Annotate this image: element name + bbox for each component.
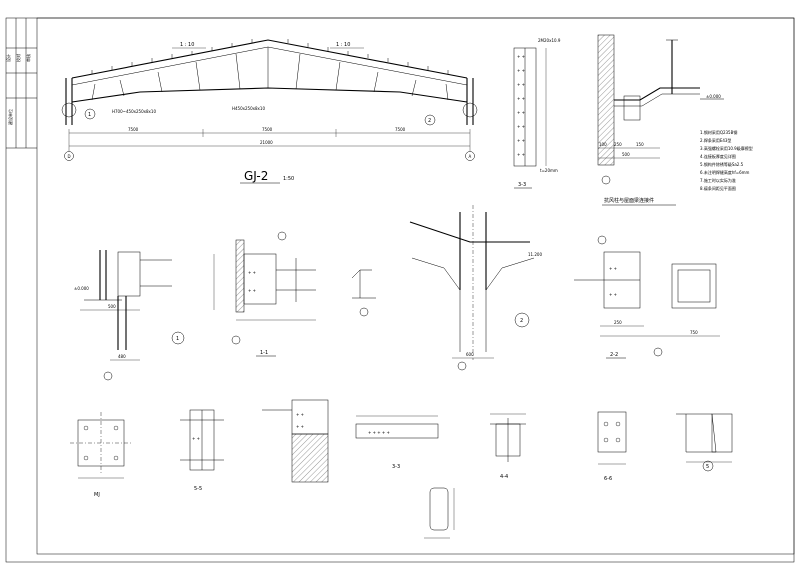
section-1-1: + + + + 1-1	[213, 231, 316, 357]
detail-1: ±0.000 500 480 1	[74, 250, 185, 381]
d5-circle	[702, 460, 714, 472]
stiffener-plate	[424, 487, 455, 539]
frame-elevation: 1 : 10 1 : 10 H700~450x250x8x10 H450x250…	[61, 39, 478, 184]
svg-text:+ +: + +	[517, 68, 525, 73]
svg-text:+ +: + +	[517, 138, 525, 143]
bolt-grid-33: + + + + + + + + + + + + + + + +	[517, 54, 525, 157]
s11-label: 1-1	[260, 350, 268, 356]
s22-dim: 250	[614, 320, 622, 325]
svg-text:+ +: + +	[517, 124, 525, 129]
s33b-label: 3-3	[392, 464, 400, 470]
wc-dim-1: 100	[599, 142, 607, 147]
d1-circle	[171, 331, 185, 345]
s33-note-top: 2M20x10.9	[538, 38, 561, 43]
s33-label: 3-3	[518, 182, 526, 188]
s55-label: 5-5	[194, 486, 202, 492]
notes-block: 1.钢材采用Q235B钢 2.焊条采用E43型 3.高强螺栓采用10.9级摩擦型…	[700, 129, 753, 191]
axis-bubble-a	[465, 151, 475, 161]
svg-text:+ +: + +	[609, 266, 617, 271]
axis-a: A	[469, 154, 472, 159]
axis-bubble-d	[64, 151, 74, 161]
callout-2: 2	[428, 118, 431, 124]
detail-2: 600 11.200 2	[409, 205, 542, 371]
svg-text:MJ: MJ	[94, 492, 100, 498]
note-4: 4.连接板厚度见详图	[700, 153, 736, 159]
s22-dim-b: 750	[690, 330, 698, 335]
svg-text:+ +: + +	[296, 424, 304, 429]
s44-label: 4-4	[500, 474, 508, 480]
svg-text:+ +: + +	[609, 292, 617, 297]
d2-circle	[514, 312, 530, 328]
sheet-border	[5, 17, 795, 563]
svg-text:+ +: + +	[248, 288, 256, 293]
total-span: 21000	[260, 140, 273, 145]
s33-note-side: t=20mm	[540, 168, 558, 173]
title-cell-b: 校对	[15, 54, 21, 62]
svg-text:+ +: + +	[517, 96, 525, 101]
d1-dim: 500	[108, 304, 116, 309]
callout-1: 1	[88, 112, 91, 118]
title-cell-a: 设计	[5, 54, 11, 62]
note-3: 3.高强螺栓采用10.9级摩擦型	[700, 145, 753, 151]
d2-dim: 600	[466, 352, 474, 357]
d2-elev: 11.200	[528, 252, 542, 257]
elevation-title: GJ-2	[244, 169, 268, 183]
span-3: 7500	[395, 127, 406, 132]
section-2-2: + + + + 250 750 2-2	[574, 235, 720, 359]
note-1: 1.钢材采用Q235B钢	[700, 129, 737, 135]
d1-dim-b: 480	[118, 354, 126, 359]
s22-label: 2-2	[610, 352, 618, 358]
svg-text:+ +: + +	[192, 436, 200, 441]
callout-circle-1	[84, 108, 96, 120]
section-3-3: + + + + + + + + + + + + + + + + 2M20x10.…	[513, 38, 561, 189]
s66-label: 6-6	[604, 476, 612, 482]
note-8: 8.檩条间距见平面图	[700, 185, 736, 191]
svg-text:+ +: + +	[517, 82, 525, 87]
d5-label: 5	[706, 464, 709, 470]
d2-label: 2	[520, 318, 523, 324]
weld-symbol	[351, 269, 376, 317]
slope-right: 1 : 10	[336, 42, 350, 48]
note-2: 2.焊条采用E43型	[700, 137, 731, 143]
wc-dim-3: 150	[636, 142, 644, 147]
span-2: 7500	[262, 127, 273, 132]
wc-dim-2: 250	[614, 142, 622, 147]
detail-5: 5	[676, 413, 733, 472]
note-7: 7.施工时以实际为准	[700, 177, 736, 183]
section-6-6: 6-6	[597, 411, 627, 482]
section-3-3-b: + + + + + 3-3	[355, 415, 439, 470]
title-block: 设计 校对 审核 建设单位	[5, 18, 37, 149]
note-6: 6.未注明焊缝高度hf=6mm	[700, 169, 750, 175]
frame-border	[36, 17, 795, 555]
d1-elev: ±0.000	[74, 286, 89, 291]
purlin-support: + + + +	[262, 399, 329, 483]
wc-title: 抗风柱与屋面梁连接件	[604, 197, 654, 204]
svg-text:+ +: + +	[517, 152, 525, 157]
slope-left: 1 : 10	[180, 42, 194, 48]
note-5: 5.钢构件除锈等级Sa2.5	[700, 161, 744, 167]
svg-text:+ + + + +: + + + + +	[368, 430, 390, 435]
beam-note: H450x250x8x10	[232, 106, 265, 111]
svg-text:+ +: + +	[248, 270, 256, 275]
member-note: H700~450x250x8x10	[112, 109, 156, 114]
base-plate-plan: MJ	[70, 412, 132, 498]
title-cell-d: 建设单位	[7, 109, 13, 125]
purlin-ticks	[91, 39, 449, 74]
wc-dim-4: 500	[622, 152, 630, 157]
svg-text:+ +: + +	[517, 54, 525, 59]
d1-label: 1	[176, 336, 179, 342]
callout-circle-2	[424, 114, 436, 126]
section-4-4: 4-4	[490, 413, 526, 480]
wind-column-detail: 100 250 150 500 ±0.000 抗风柱与屋面梁连接件	[597, 34, 724, 206]
title-cell-c: 审核	[25, 54, 31, 62]
axis-d: D	[68, 154, 71, 159]
braces	[91, 47, 449, 101]
wc-elev: ±0.000	[706, 94, 721, 99]
span-1: 7500	[128, 127, 139, 132]
svg-text:+ +: + +	[517, 110, 525, 115]
svg-text:+ +: + +	[296, 412, 304, 417]
section-5-5: + + 5-5	[180, 409, 224, 492]
elevation-scale: 1:50	[283, 176, 294, 182]
